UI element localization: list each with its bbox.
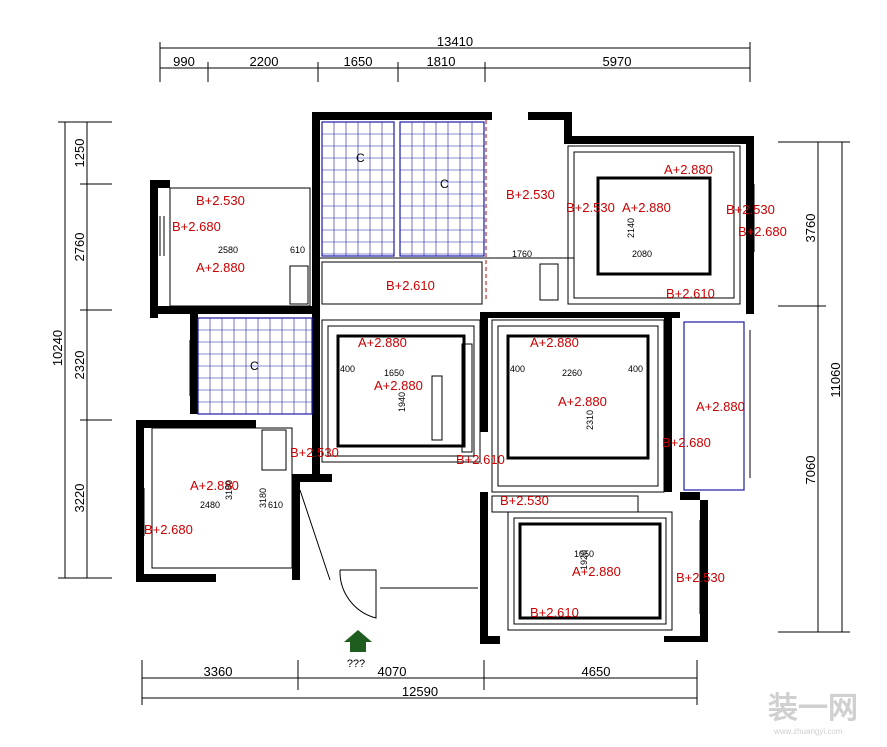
- dim-top-total: 13410: [437, 34, 473, 49]
- tile-room-2: [399, 121, 485, 257]
- level-label: A+2.880: [196, 260, 245, 275]
- dim-top-seg-4: 1810: [427, 54, 456, 69]
- tile-room-3: [197, 317, 313, 415]
- level-label: A+2.880: [572, 564, 621, 579]
- level-label: B+2.530: [676, 570, 725, 585]
- entrance-label: ???: [347, 658, 365, 670]
- bottom-dimensions: 3360 4070 4650 12590: [141, 660, 698, 705]
- room-dim: 1760: [512, 249, 532, 259]
- dim-top-seg-1: 990: [173, 54, 195, 69]
- level-label: A+2.880: [530, 335, 579, 350]
- windows: [139, 112, 755, 614]
- dim-left-total: 10240: [50, 330, 65, 366]
- ceiling-outlines: [151, 145, 745, 631]
- room-dim: 2310: [585, 410, 595, 430]
- level-label: B+2.530: [506, 187, 555, 202]
- room-dim: 1940: [397, 392, 407, 412]
- room-dim: 1920: [579, 550, 589, 570]
- left-dimensions: 1250 2760 2320 3220 10240: [50, 121, 112, 579]
- dim-top-seg-5: 5970: [603, 54, 632, 69]
- dim-left-seg-1: 1250: [72, 139, 87, 168]
- dim-right-seg-1: 3760: [803, 214, 818, 243]
- right-dimensions: 3760 7060 11060: [778, 141, 850, 633]
- level-label: A+2.880: [696, 399, 745, 414]
- watermark-url: www.zhuangyi.com: [773, 727, 843, 736]
- room-dim: 400: [340, 364, 355, 374]
- room-dim: 610: [268, 500, 283, 510]
- dim-left-seg-4: 3220: [72, 484, 87, 513]
- tile-mark-3: C: [250, 359, 259, 373]
- level-label: B+2.530: [290, 445, 339, 460]
- dim-bottom-total: 12590: [402, 684, 438, 699]
- room-dim: 2480: [200, 500, 220, 510]
- dim-bottom-seg-3: 4650: [582, 664, 611, 679]
- room-dim: 2260: [562, 368, 582, 378]
- room-dim: 400: [628, 364, 643, 374]
- level-label: B+2.610: [386, 278, 435, 293]
- dim-right-seg-2: 7060: [803, 456, 818, 485]
- dim-left-seg-2: 2760: [72, 233, 87, 262]
- room-dim: 2580: [218, 245, 238, 255]
- room-dim: 1650: [384, 368, 404, 378]
- level-label: B+2.680: [738, 224, 787, 239]
- level-label: B+2.530: [726, 202, 775, 217]
- level-labels: B+2.530 B+2.680 A+2.880 B+2.530 B+2.530 …: [144, 162, 787, 620]
- level-label: A+2.880: [374, 378, 423, 393]
- level-label: A+2.880: [358, 335, 407, 350]
- room-dim: 610: [290, 245, 305, 255]
- watermark-logo: 装一网 www.zhuangyi.com: [768, 691, 858, 736]
- entrance-door: [299, 489, 478, 619]
- level-label: B+2.680: [662, 435, 711, 450]
- room-dim: 2140: [626, 218, 636, 238]
- dim-bottom-seg-2: 4070: [378, 664, 407, 679]
- level-label: B+2.610: [530, 605, 579, 620]
- top-dimensions: 13410 990 2200 1650 1810 5970: [159, 34, 751, 82]
- level-label: A+2.880: [190, 478, 239, 493]
- room-dim: 400: [510, 364, 525, 374]
- room-dim: 3180: [258, 488, 268, 508]
- dim-left-seg-3: 2320: [72, 351, 87, 380]
- level-label: B+2.610: [666, 286, 715, 301]
- room-dim: 1050: [574, 549, 594, 559]
- room-dim: 3180: [224, 480, 234, 500]
- level-label: B+2.530: [196, 193, 245, 208]
- level-label: B+2.610: [456, 452, 505, 467]
- dim-right-total: 11060: [828, 362, 843, 397]
- watermark-text: 装一网: [768, 691, 858, 726]
- tile-mark-2: C: [440, 177, 449, 191]
- room-dim: 2080: [632, 249, 652, 259]
- level-label: B+2.530: [566, 200, 615, 215]
- entrance-arrow-icon: [344, 630, 372, 652]
- tile-mark-1: C: [356, 151, 365, 165]
- dim-bottom-seg-1: 3360: [204, 664, 233, 679]
- room-dimensions: 2580 610 1760 2080 400 1650 400 2260 400…: [200, 218, 652, 570]
- dim-top-seg-2: 2200: [250, 54, 279, 69]
- level-label: A+2.880: [664, 162, 713, 177]
- level-label: B+2.680: [144, 522, 193, 537]
- level-label: A+2.880: [622, 200, 671, 215]
- dim-top-seg-3: 1650: [344, 54, 373, 69]
- level-label: A+2.880: [558, 394, 607, 409]
- tile-room-1: [321, 121, 395, 257]
- level-label: B+2.530: [500, 493, 549, 508]
- level-label: B+2.680: [172, 219, 221, 234]
